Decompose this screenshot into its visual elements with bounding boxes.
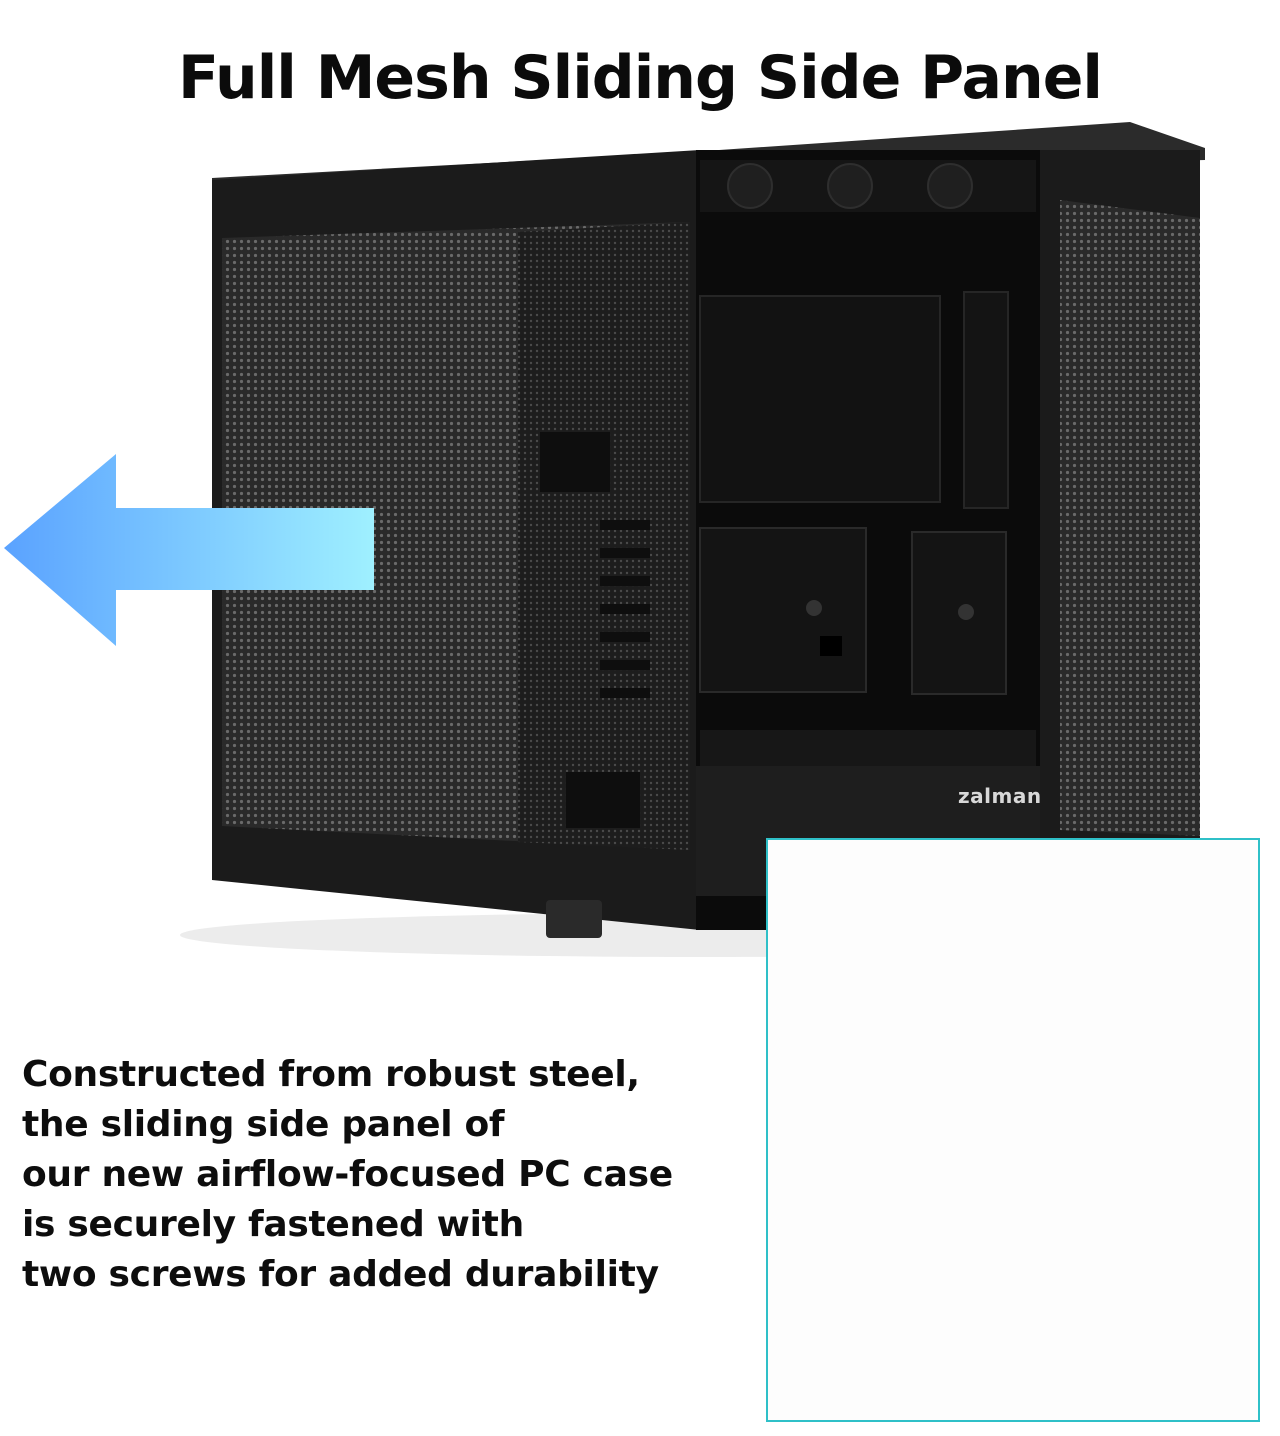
description-line: is securely fastened with — [22, 1204, 524, 1245]
front-mesh-panel — [1060, 200, 1200, 836]
left-arrow-icon — [4, 454, 374, 646]
brand-logo: zalman — [958, 784, 1042, 808]
description-line: our new airflow-focused PC case — [22, 1154, 673, 1195]
description-line: two screws for added durability — [22, 1254, 659, 1295]
screw-detail-frame — [766, 838, 1260, 1422]
feature-description: Constructed from robust steel, the slidi… — [22, 1050, 742, 1300]
main-case — [212, 122, 1205, 938]
description-line: the sliding side panel of — [22, 1104, 505, 1145]
page-title: Full Mesh Sliding Side Panel — [177, 43, 1103, 114]
description-line: Constructed from robust steel, — [22, 1054, 640, 1095]
